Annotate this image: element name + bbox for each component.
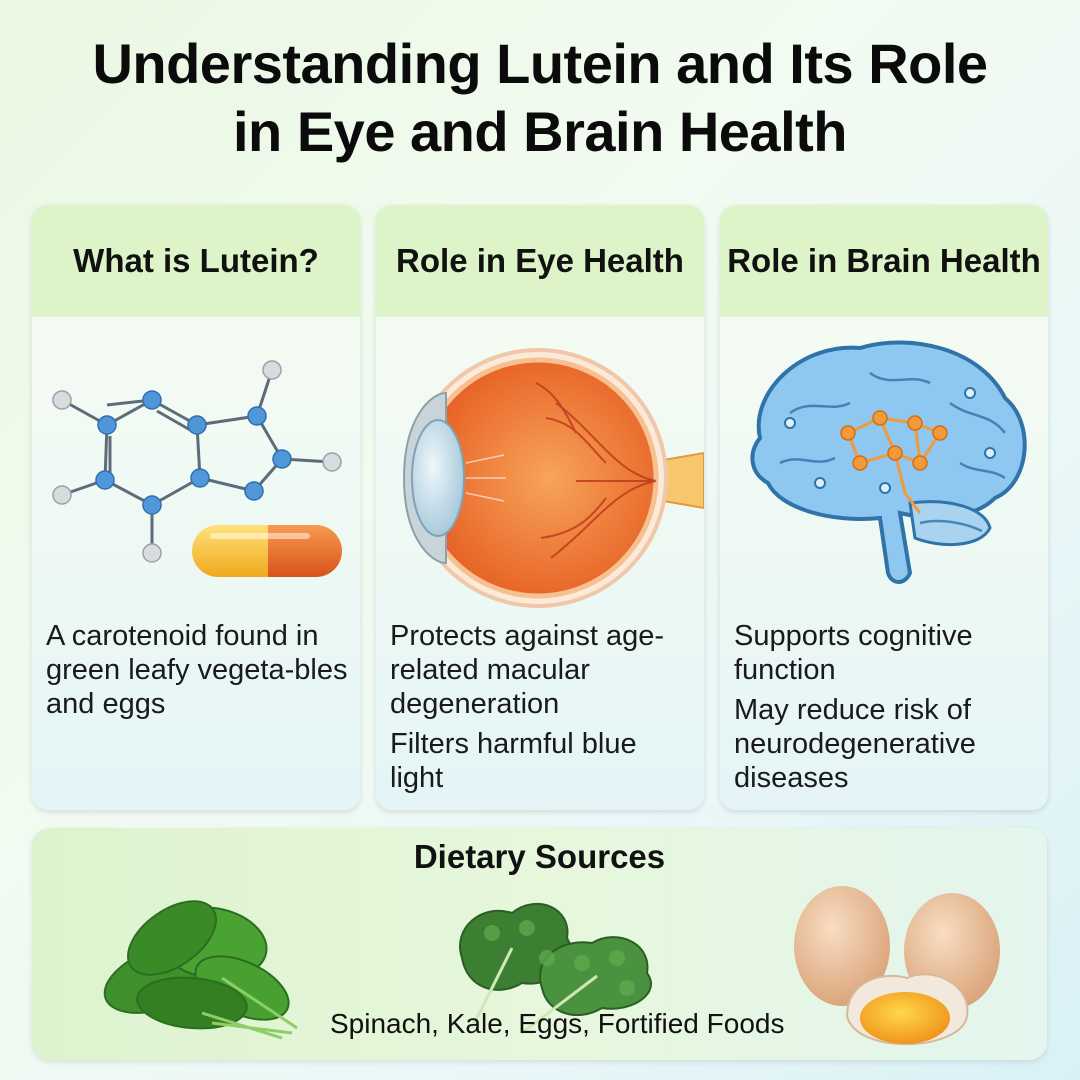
dietary-sources-panel: Dietary Sources (32, 828, 1047, 1060)
capsule-icon (192, 525, 342, 577)
card-eye-health: Role in Eye Health (376, 205, 704, 810)
card-brain-health: Role in Brain Health (720, 205, 1048, 810)
title-line-2: in Eye and Brain Health (233, 100, 848, 163)
eggs-icon (794, 886, 1000, 1046)
card-heading: Role in Brain Health (720, 205, 1048, 317)
page-title: Understanding Lutein and Its Role in Eye… (0, 30, 1080, 166)
card-line: A carotenoid found in green leafy vegeta… (46, 620, 348, 720)
eye-illustration (376, 323, 704, 803)
kale-icon (459, 903, 652, 1035)
title-line-1: Understanding Lutein and Its Role (92, 32, 988, 95)
spinach-icon (103, 900, 298, 1040)
card-line: May reduce risk of neurodegenerative dis… (734, 694, 976, 794)
eye-icon (402, 348, 704, 608)
card-description: Supports cognitive function May reduce r… (734, 619, 1036, 801)
card-line: Protects against age-related macular deg… (390, 620, 665, 720)
card-description: Protects against age-related macular deg… (390, 619, 692, 801)
brain-icon (750, 340, 1027, 584)
card-heading: What is Lutein? (32, 205, 360, 317)
dietary-sources-caption: Spinach, Kale, Eggs, Fortified Foods (330, 1008, 785, 1039)
card-description: A carotenoid found in green leafy vegeta… (46, 619, 348, 727)
card-line: Filters harmful blue light (390, 728, 637, 794)
brain-illustration (720, 323, 1048, 803)
card-what-is-lutein: What is Lutein? (32, 205, 360, 810)
card-heading: Role in Eye Health (376, 205, 704, 317)
card-line: Supports cognitive function (734, 620, 973, 686)
dietary-sources-heading: Dietary Sources (413, 838, 666, 875)
molecule-illustration (32, 323, 360, 803)
molecule-icon (52, 360, 342, 563)
